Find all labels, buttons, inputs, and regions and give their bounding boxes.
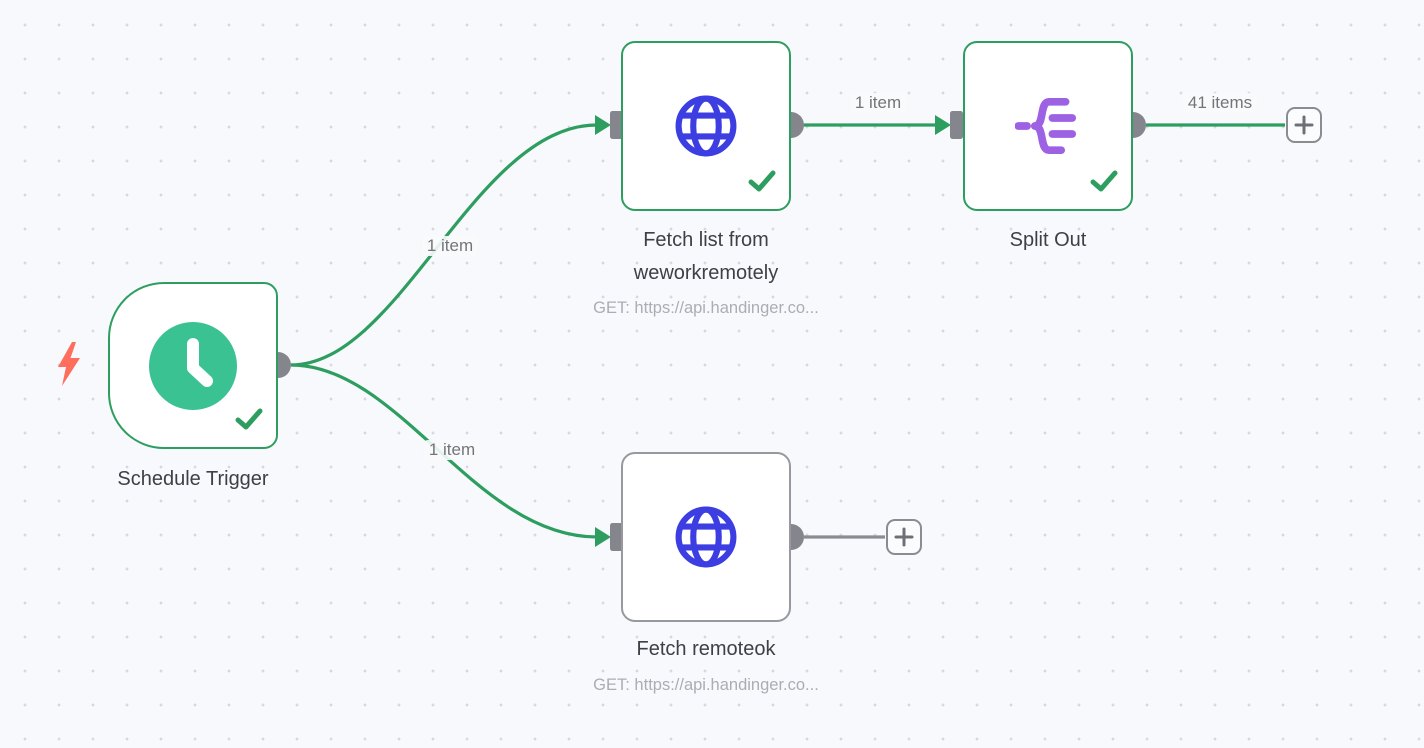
node-title-schedule-trigger: Schedule Trigger [117,468,269,490]
input-port-fetch-list[interactable] [610,111,623,139]
connection-items-label: 1 item [849,93,907,113]
node-title-split-out: Split Out [1009,229,1087,251]
node-subtitle-fetch-remoteok: GET: https://api.handinger.co... [593,676,819,694]
globe-icon [672,503,740,571]
success-check-icon [1089,169,1119,199]
connection-items-label: 1 item [423,440,481,460]
input-port-split-out[interactable] [950,111,963,139]
clock-icon [149,321,237,410]
success-check-icon [747,169,777,199]
success-check-icon [234,407,264,437]
node-fetch-remoteok[interactable] [621,452,791,622]
node-schedule-trigger[interactable] [108,282,278,449]
node-title-fetch-remoteok: Fetch remoteok [636,638,776,660]
node-subtitle-fetch-list: GET: https://api.handinger.co... [593,299,819,317]
arrowhead-icon [595,115,611,135]
arrowhead-icon [595,527,611,547]
node-fetch-list-weworkremotely[interactable] [621,41,791,211]
plus-icon [894,527,914,547]
add-node-button-after-split-out[interactable] [1286,107,1322,143]
connection-items-label: 41 items [1182,93,1258,113]
arrowhead-icon [935,115,951,135]
node-split-out[interactable] [963,41,1133,211]
add-node-button-after-fetch-remoteok[interactable] [886,519,922,555]
node-title-fetch-list: Fetch list from weworkremotely [633,229,779,284]
connection-items-label: 1 item [421,236,479,256]
split-out-icon [1015,97,1081,155]
input-port-fetch-remoteok[interactable] [610,523,623,551]
globe-icon [672,92,740,160]
trigger-bolt-icon [58,342,80,386]
plus-icon [1294,115,1314,135]
